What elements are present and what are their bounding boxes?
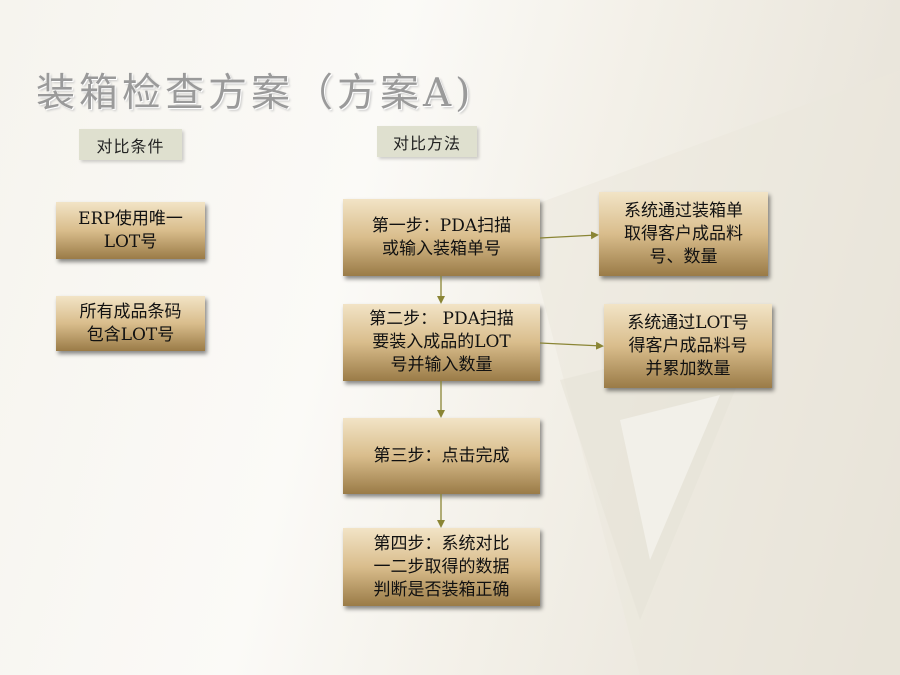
step-text-2: 第二步： PDA扫描 要装入成品的LOT 号并输入数量 [369, 309, 514, 375]
condition-text-2: 所有成品条码 包含LOT号 [79, 301, 182, 345]
conditions-header: 对比条件 [79, 129, 182, 160]
step-box-3: 第三步：点击完成 [343, 418, 540, 494]
step-box-2: 第二步： PDA扫描 要装入成品的LOT 号并输入数量 [343, 304, 540, 381]
result-box-1: 系统通过装箱单 取得客户成品料 号、数量 [599, 192, 768, 276]
step-text-4: 第四步：系统对比 一二步取得的数据 判断是否装箱正确 [373, 533, 510, 600]
conditions-header-label: 对比条件 [96, 136, 165, 156]
step-box-4: 第四步：系统对比 一二步取得的数据 判断是否装箱正确 [343, 528, 540, 606]
result-text-1: 系统通过装箱单 取得客户成品料 号、数量 [624, 200, 743, 267]
methods-header-label: 对比方法 [392, 133, 461, 153]
result-box-2: 系统通过LOT号 得客户成品料号 并累加数量 [604, 304, 772, 388]
condition-text-1: ERP使用唯一 LOT号 [78, 208, 183, 252]
condition-box-1: ERP使用唯一 LOT号 [56, 202, 205, 259]
step-text-3: 第三步：点击完成 [373, 445, 510, 466]
result-text-2: 系统通过LOT号 得客户成品料号 并累加数量 [627, 312, 749, 379]
step-box-1: 第一步：PDA扫描 或输入装箱单号 [343, 199, 540, 276]
step-text-1: 第一步：PDA扫描 或输入装箱单号 [371, 215, 512, 259]
condition-box-2: 所有成品条码 包含LOT号 [56, 296, 205, 351]
methods-header: 对比方法 [377, 126, 477, 157]
page-title: 装箱检查方案（方案A) [36, 71, 475, 116]
